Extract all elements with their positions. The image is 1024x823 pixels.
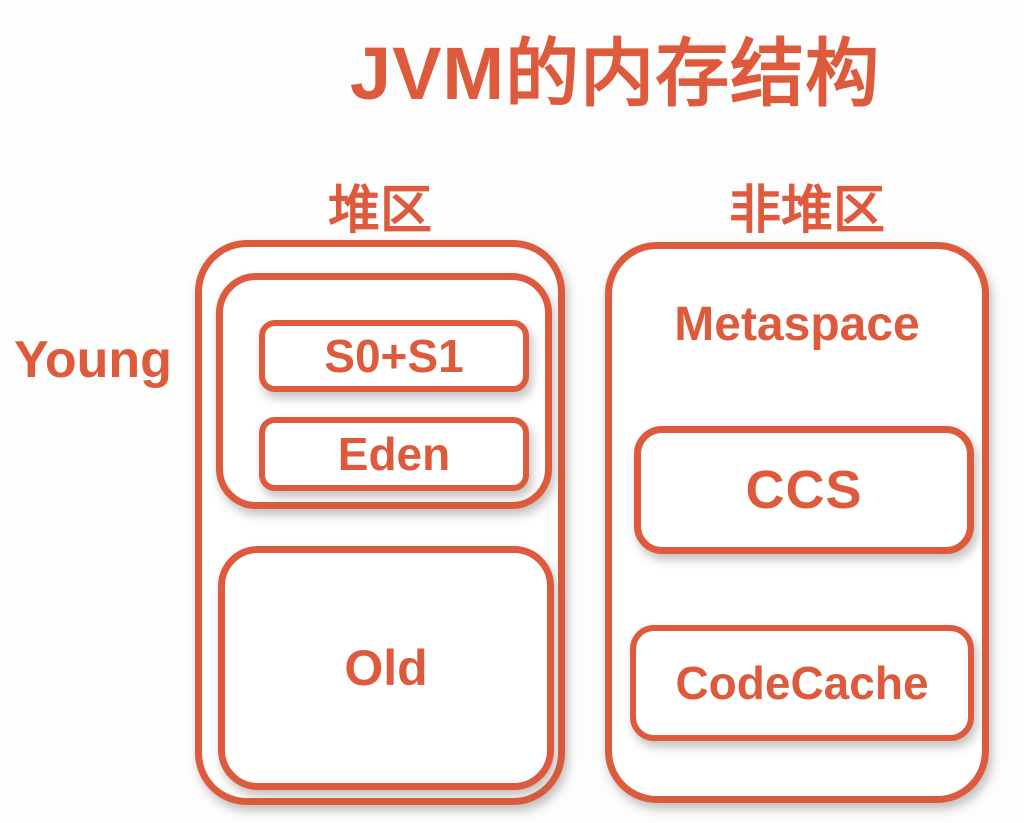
page-title: JVM的内存结构 [349, 32, 881, 115]
heap-section-label: 堆区 [327, 182, 432, 240]
metaspace-label: Metaspace [674, 298, 920, 351]
non-heap-region-box: Metaspace CCS CodeCache [605, 242, 989, 803]
young-generation-label: Young [14, 331, 172, 389]
heap-region-box: S0+S1 Eden Old [195, 240, 565, 805]
codecache-box: CodeCache [630, 625, 974, 741]
s0-s1-survivor-box: S0+S1 [259, 320, 529, 392]
old-generation-box: Old [218, 546, 554, 790]
young-generation-box: S0+S1 Eden [216, 273, 552, 509]
ccs-label: CCS [745, 460, 863, 520]
s0-s1-label: S0+S1 [324, 330, 464, 382]
codecache-label: CodeCache [675, 657, 929, 709]
eden-box: Eden [259, 417, 529, 491]
ccs-box: CCS [634, 426, 974, 554]
non-heap-section-label: 非堆区 [728, 182, 885, 240]
eden-label: Eden [337, 428, 451, 480]
old-label: Old [344, 640, 428, 696]
